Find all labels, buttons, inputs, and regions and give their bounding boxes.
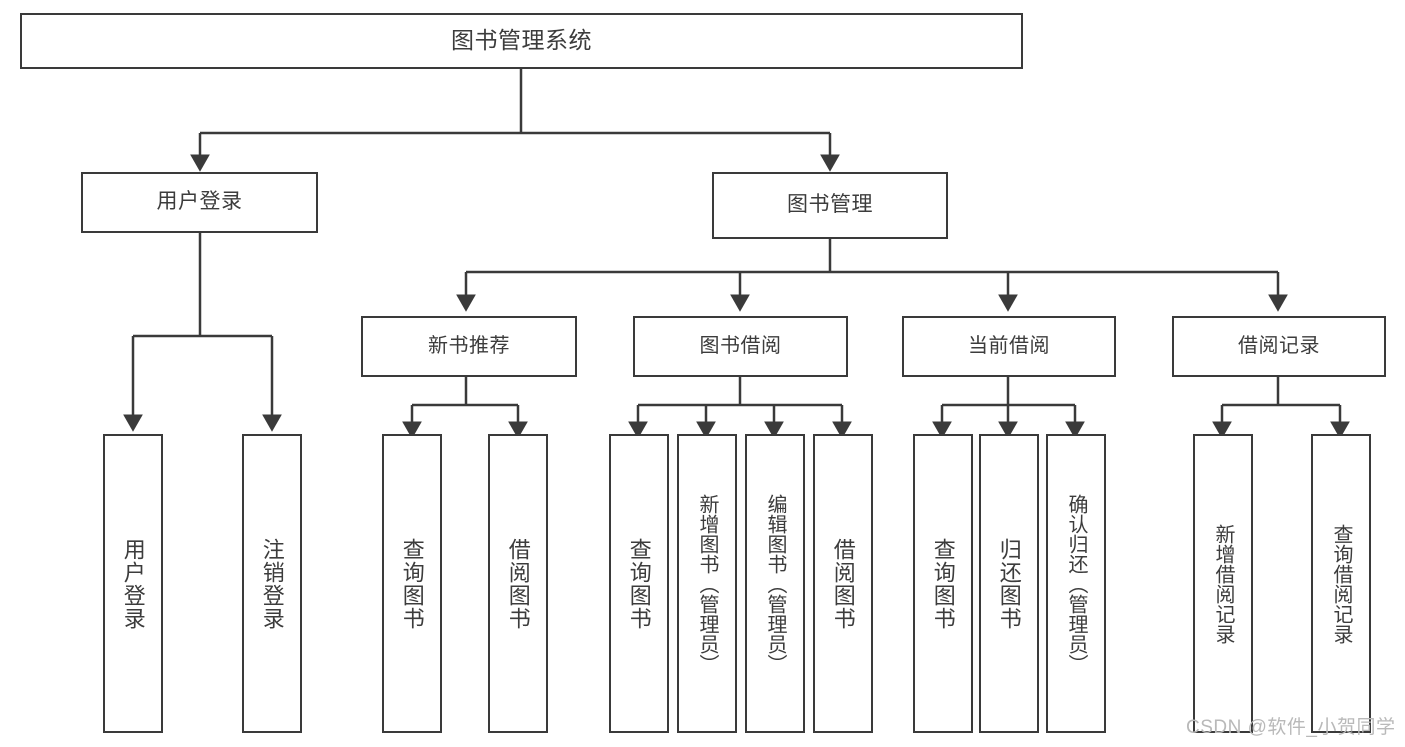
- node-borrow-record[interactable]: 借阅记录: [1172, 316, 1386, 377]
- node-label: 借阅图书: [505, 537, 531, 630]
- leaf-return-book[interactable]: 归还图书: [979, 434, 1039, 733]
- node-label: 新书推荐: [428, 334, 510, 357]
- leaf-confirm-return-admin[interactable]: 确认归还（管理员）: [1046, 434, 1106, 733]
- leaf-add-book-admin[interactable]: 新增图书（管理员）: [677, 434, 737, 733]
- node-current-borrow[interactable]: 当前借阅: [902, 316, 1116, 377]
- leaf-edit-book-admin[interactable]: 编辑图书（管理员）: [745, 434, 805, 733]
- leaf-add-borrow-record[interactable]: 新增借阅记录: [1193, 434, 1253, 733]
- leaf-borrow-book-recommend[interactable]: 借阅图书: [488, 434, 548, 733]
- node-label: 查询借阅记录: [1330, 523, 1352, 644]
- node-label: 新增借阅记录: [1212, 523, 1234, 644]
- leaf-query-book-current[interactable]: 查询图书: [913, 434, 973, 733]
- leaf-query-book-recommend[interactable]: 查询图书: [382, 434, 442, 733]
- node-label: 借阅记录: [1238, 334, 1320, 357]
- node-label: 借阅图书: [830, 537, 856, 630]
- leaf-user-login[interactable]: 用户登录: [103, 434, 163, 733]
- node-book-borrow[interactable]: 图书借阅: [633, 316, 848, 377]
- node-new-book-recommend[interactable]: 新书推荐: [361, 316, 577, 377]
- leaf-logout[interactable]: 注销登录: [242, 434, 302, 733]
- node-label: 图书借阅: [699, 334, 782, 357]
- node-label: 当前借阅: [968, 334, 1050, 357]
- node-label: 查询图书: [399, 537, 425, 630]
- node-label: 新增图书（管理员）: [696, 493, 718, 674]
- leaf-borrow-book[interactable]: 借阅图书: [813, 434, 873, 733]
- node-label: 归还图书: [996, 537, 1022, 630]
- node-label: 注销登录: [259, 537, 285, 630]
- node-label: 查询图书: [626, 537, 652, 630]
- node-label: 图书管理系统: [451, 27, 592, 54]
- node-user-login[interactable]: 用户登录: [81, 172, 318, 233]
- node-label: 确认归还（管理员）: [1065, 493, 1087, 674]
- node-root-system[interactable]: 图书管理系统: [20, 13, 1023, 69]
- node-label: 用户登录: [156, 190, 243, 214]
- leaf-query-borrow-record[interactable]: 查询借阅记录: [1311, 434, 1371, 733]
- node-label: 编辑图书（管理员）: [764, 493, 786, 674]
- node-book-management[interactable]: 图书管理: [712, 172, 948, 239]
- node-label: 图书管理: [787, 193, 873, 217]
- node-label: 查询图书: [930, 537, 956, 630]
- leaf-query-book-borrow[interactable]: 查询图书: [609, 434, 669, 733]
- node-label: 用户登录: [120, 537, 146, 630]
